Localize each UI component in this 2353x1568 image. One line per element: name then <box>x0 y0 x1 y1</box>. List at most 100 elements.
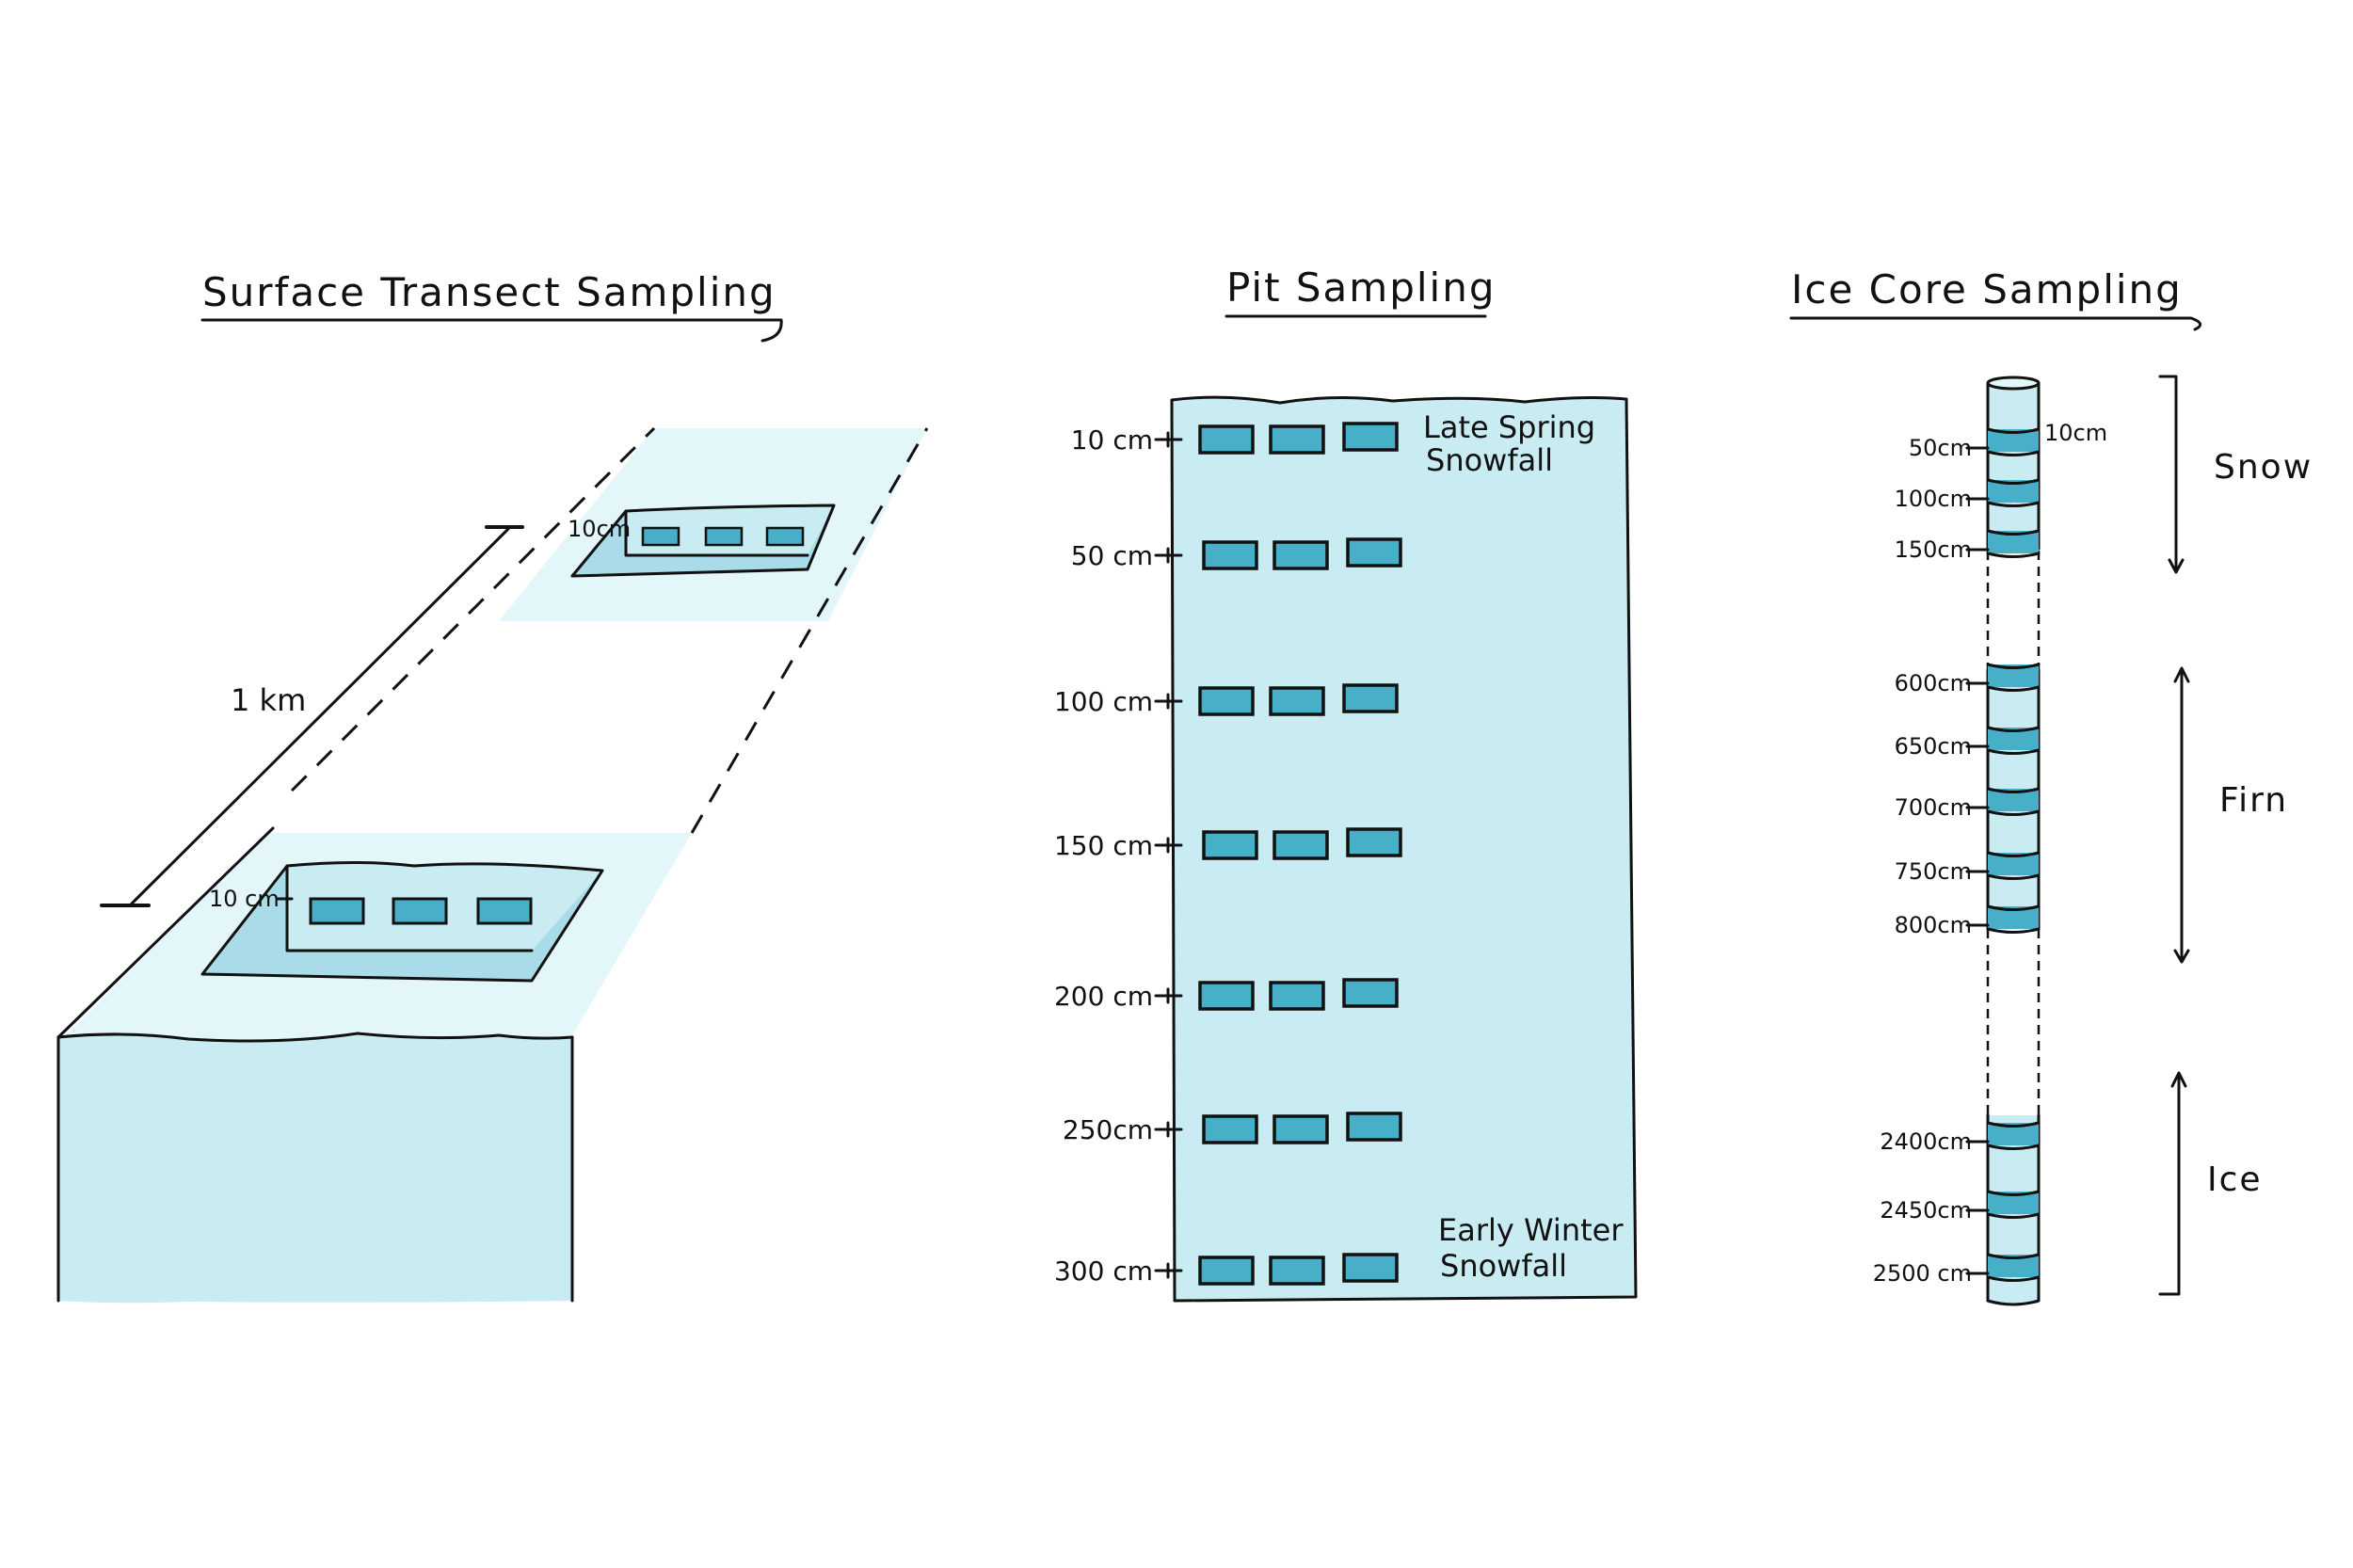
pit-sample-block <box>1202 1114 1258 1144</box>
surface-transect-panel: Surface Transect Sampling 10 cm 1 <box>56 269 929 1304</box>
pit-sample-block <box>1269 686 1325 716</box>
ice-core-title: Ice Core Sampling <box>1791 266 2183 312</box>
core-band-edge <box>1986 1253 2041 1282</box>
pit-sample-block <box>1273 1114 1329 1144</box>
core-band-edge <box>1986 529 2041 558</box>
pit-sample-block <box>1202 830 1258 860</box>
pit-depth-tick <box>1154 1121 1183 1138</box>
pit-depth-label: 200 cm <box>1054 981 1153 1012</box>
core-band-edge <box>1986 478 2041 507</box>
pit-wall-outline <box>1170 395 1638 1303</box>
late-spring-label-line2: Snowfall <box>1426 442 1553 478</box>
snow-block-top-edge <box>56 1032 574 1043</box>
pit-sample-block <box>1346 1112 1402 1142</box>
core-depth-label: 600cm <box>1895 670 1972 696</box>
pit-depth-label: 150 cm <box>1054 830 1153 861</box>
pit-depth-tick <box>1154 547 1183 564</box>
pit-sample-block <box>1198 686 1255 716</box>
pit-depth-tick <box>1154 837 1183 854</box>
pit-sample-rows: 10 cm 50 cm 100 cm 150 cm 200 cm 250cm 300 cm <box>1054 422 1402 1287</box>
pit-sampling-title: Pit Sampling <box>1226 264 1496 311</box>
core-band-edge <box>1986 1190 2041 1219</box>
core-sample-bands: 50cm 100cm 150cm 600cm 650cm 700cm 750cm 800cm 2… <box>1873 427 2041 1287</box>
firn-bracket-arrow-bottom <box>2173 949 2190 964</box>
transect-left-dashed-edge <box>290 426 656 792</box>
pit-sample-block <box>1269 1256 1325 1286</box>
core-band-edge <box>1986 851 2041 880</box>
core-depth-label: 2450cm <box>1880 1197 1972 1224</box>
near-pit-depth-label: 10 cm <box>209 886 280 912</box>
core-depth-label: 650cm <box>1895 733 1972 760</box>
core-snow-sides <box>1986 381 2041 551</box>
core-band-edge <box>1986 427 2041 456</box>
near-pit-sample-3 <box>476 897 533 925</box>
snow-bracket-arrow <box>2168 558 2185 574</box>
pit-depth-label: 100 cm <box>1054 686 1153 717</box>
core-band-edge <box>1986 904 2041 934</box>
core-band-edge <box>1986 787 2041 816</box>
core-sample-length-label: 10cm <box>2044 420 2107 446</box>
core-depth-label: 800cm <box>1895 912 1972 938</box>
ice-zone-label: Ice <box>2207 1160 2263 1199</box>
core-band-edge <box>1986 726 2041 755</box>
ice-core-panel: Ice Core Sampling 50cm 100cm 150cm 600cm 650… <box>1789 266 2313 1306</box>
pit-depth-tick <box>1154 1262 1183 1279</box>
early-winter-label: Early Winter <box>1438 1212 1624 1248</box>
ice-bracket <box>2158 1073 2181 1296</box>
pit-depth-label: 250cm <box>1063 1114 1153 1145</box>
pit-depth-tick <box>1154 693 1183 710</box>
core-depth-label: 2500 cm <box>1873 1260 1972 1287</box>
pit-sample-block <box>1346 537 1402 568</box>
pit-sample-block <box>1198 1256 1255 1286</box>
core-top-cap <box>1986 376 2041 391</box>
ice-bracket-arrow <box>2170 1071 2187 1088</box>
core-band-edge <box>1986 1121 2041 1150</box>
pit-sample-block <box>1342 978 1399 1008</box>
core-gap-2 <box>1986 929 2041 1115</box>
core-depth-label: 150cm <box>1895 536 1972 563</box>
transect-right-dashed-edge <box>690 427 929 834</box>
pit-sampling-panel: Pit Sampling 10 cm 50 cm 100 cm 150 cm 200 c… <box>1054 264 1638 1303</box>
late-spring-label: Late Spring <box>1423 409 1595 445</box>
pit-sample-block <box>1342 1253 1399 1283</box>
pit-depth-tick <box>1154 987 1183 1004</box>
ice-core-title-underline <box>1789 316 2202 331</box>
pit-depth-label: 300 cm <box>1054 1256 1153 1287</box>
transect-left-edge <box>56 826 275 1039</box>
early-winter-label-line2: Snowfall <box>1440 1248 1567 1284</box>
core-depth-label: 700cm <box>1895 794 1972 821</box>
pit-sample-block <box>1342 422 1399 452</box>
near-pit-sample-1 <box>309 897 365 925</box>
core-depth-label: 100cm <box>1895 486 1972 512</box>
distance-line <box>130 527 510 905</box>
snow-zone-label: Snow <box>2214 448 2313 487</box>
distance-label: 1 km <box>231 682 306 718</box>
pit-sample-block <box>1202 540 1258 570</box>
near-pit-outline <box>200 861 604 983</box>
far-pit-sample-3 <box>765 526 805 547</box>
core-band-edge <box>1986 663 2041 692</box>
far-pit-outline <box>570 504 836 578</box>
snow-bracket <box>2158 375 2178 571</box>
pit-wall <box>1172 397 1636 1301</box>
firn-zone-label: Firn <box>2219 781 2288 820</box>
surface-title-underline <box>200 318 783 343</box>
near-pit-sample-2 <box>392 897 448 925</box>
firn-bracket-arrow-top <box>2173 666 2190 683</box>
pit-sample-block <box>1198 424 1255 455</box>
pit-sample-block <box>1342 683 1399 713</box>
far-pit-sample-2 <box>704 526 744 547</box>
core-bottom-cap <box>1986 1299 2041 1306</box>
pit-sample-block <box>1346 827 1402 857</box>
pit-depth-label: 50 cm <box>1071 540 1153 571</box>
far-pit-depth-label: 10cm <box>568 516 631 542</box>
surface-transect-title: Surface Transect Sampling <box>202 269 776 315</box>
pit-depth-label: 10 cm <box>1071 424 1153 456</box>
core-gap-1 <box>1986 551 2041 670</box>
pit-sample-block <box>1269 424 1325 455</box>
core-depth-label: 50cm <box>1909 435 1972 461</box>
pit-sample-block <box>1198 981 1255 1011</box>
core-depth-label: 750cm <box>1895 858 1972 885</box>
snow-block-front <box>58 1033 572 1304</box>
